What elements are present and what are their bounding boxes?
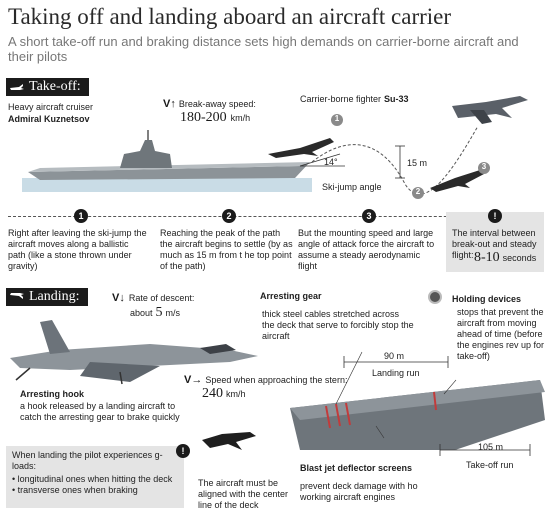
descent-value: 5 xyxy=(155,305,163,320)
ski-jump-label: Ski-jump angle xyxy=(322,182,382,192)
height-value: 15 m xyxy=(407,158,428,168)
approach-value: 240 xyxy=(202,386,223,401)
approach-group: V→ Speed when approaching the stern: xyxy=(184,374,347,386)
descent-label: Rate of descent: xyxy=(128,293,195,303)
velocity-up-icon: V↑ xyxy=(163,98,176,110)
blast-leader xyxy=(375,425,385,439)
interval-unit: seconds xyxy=(502,253,537,263)
step-2-text: Reaching the peak of the path the aircra… xyxy=(160,228,293,271)
sea xyxy=(22,178,312,192)
aligned-text: The aircraft must be aligned with the ce… xyxy=(198,478,289,510)
su33-fighter xyxy=(452,96,528,118)
landing-tag-label: Landing: xyxy=(29,289,80,304)
arresting-hook-line xyxy=(15,367,31,381)
gloads-item-2: • transverse ones when braking xyxy=(12,485,138,495)
velocity-approach-icon: V→ xyxy=(184,374,203,386)
gloads-item-1: • longitudinal ones when hitting the dec… xyxy=(12,474,173,484)
landing-tag: Landing: xyxy=(6,288,88,306)
jet-takeoff-2 xyxy=(430,170,484,192)
breakaway-label: Break-away speed: xyxy=(178,99,256,109)
arresting-gear-text: thick steel cables stretched across the … xyxy=(262,309,414,341)
fighter-name: Su-33 xyxy=(384,94,409,104)
approach-unit: km/h xyxy=(226,389,246,399)
ship-island xyxy=(120,140,172,168)
takeoff-run-distance: 105 m xyxy=(478,442,504,452)
landing-fighter-canopy xyxy=(200,344,236,354)
descent-value-group: about 5 m/s xyxy=(130,305,180,321)
landing-gear xyxy=(119,371,123,385)
step-1-text: Right after leaving the ski-jump the air… xyxy=(8,228,147,271)
takeoff-run-label: Take-off run xyxy=(466,460,514,470)
page-title: Taking off and landing aboard an aircraf… xyxy=(8,4,452,29)
hook-text: a hook released by a landing aircraft to… xyxy=(20,401,180,422)
su33-wing xyxy=(470,110,492,124)
arresting-gear-title: Arresting gear xyxy=(260,291,322,301)
descent-group: V↓ Rate of descent: xyxy=(112,292,194,304)
holding-text: stops that prevent the aircraft from mov… xyxy=(457,307,545,361)
arresting-cables xyxy=(325,391,437,429)
path-marker-3: 3 xyxy=(481,162,487,171)
breakaway-value: 180-200 xyxy=(180,110,227,125)
landing-run-label: Landing run xyxy=(372,368,420,378)
breakaway-unit: km/h xyxy=(230,113,251,123)
step-1-badge: 1 xyxy=(74,209,88,223)
flight-path xyxy=(311,125,479,195)
interval-badge: ! xyxy=(488,209,502,223)
landing-fighter-tail xyxy=(40,320,70,354)
cruiser-label: Heavy aircraft cruiser xyxy=(8,102,94,112)
step-3-badge: 3 xyxy=(362,209,376,223)
path-marker-1: 1 xyxy=(334,114,340,123)
path-marker-2: 2 xyxy=(415,187,421,196)
blast-title: Blast jet deflector screens xyxy=(300,463,413,473)
fighter-group: Carrier-borne fighter Su-33 xyxy=(300,94,409,105)
descent-prefix: about xyxy=(130,308,153,318)
ship-hull xyxy=(28,162,310,180)
arresting-gear-leader xyxy=(335,351,363,405)
fighter-label: Carrier-borne fighter xyxy=(300,94,382,104)
takeoff-illustration xyxy=(22,96,528,199)
holding-title: Holding devices xyxy=(452,294,522,304)
interval-value-group: 8-10 seconds xyxy=(474,250,536,266)
landing-fighter-body xyxy=(10,344,258,370)
path-markers xyxy=(331,114,490,199)
interval-text: The interval between break-out and stead… xyxy=(452,228,537,260)
descent-unit: m/s xyxy=(165,308,181,318)
breakaway-group: V↑ Break-away speed: xyxy=(163,98,256,110)
step-2-badge: 2 xyxy=(222,209,236,223)
holding-device-icon xyxy=(428,290,442,304)
hook-title: Arresting hook xyxy=(20,389,85,399)
plane-icon xyxy=(10,84,24,90)
gloads-title: When landing the pilot experiences g-loa… xyxy=(12,450,163,471)
breakaway-value-group: 180-200 km/h xyxy=(180,110,250,126)
angle-value: 14° xyxy=(324,157,338,167)
jet-takeoff-1 xyxy=(268,138,334,158)
approach-value-group: 240 km/h xyxy=(202,386,246,402)
takeoff-tag: Take-off: xyxy=(6,78,89,96)
landing-run-distance: 90 m xyxy=(384,351,405,361)
angle-ramp-line xyxy=(299,153,341,167)
carrier-deck-top xyxy=(290,380,545,420)
jet-approach xyxy=(202,432,256,450)
holding-leader xyxy=(443,379,457,395)
gloads-box: When landing the pilot experiences g-loa… xyxy=(6,446,184,508)
takeoff-tag-label: Take-off: xyxy=(29,79,81,94)
step-3-text: But the mounting speed and large angle o… xyxy=(298,228,435,271)
approach-label: Speed when approaching the stern: xyxy=(205,375,348,385)
interval-value: 8-10 xyxy=(474,250,500,265)
blast-text: prevent deck damage with ho working airc… xyxy=(300,481,418,502)
aligned-badge: ! xyxy=(176,444,190,458)
landing-illustration xyxy=(10,320,545,456)
step-timeline xyxy=(8,216,542,217)
velocity-down-icon: V↓ xyxy=(112,292,125,304)
plane-landing-icon xyxy=(10,293,24,299)
page-subtitle: A short take-off run and braking distanc… xyxy=(8,34,519,64)
cruiser-name: Admiral Kuznetsov xyxy=(8,114,90,124)
